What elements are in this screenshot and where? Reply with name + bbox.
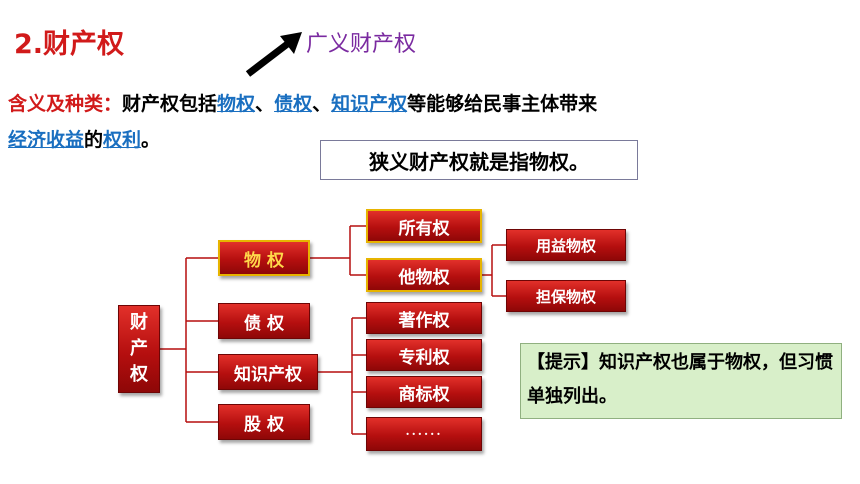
node-intellectual-property: 知识产权 [218,354,318,390]
node-real-right: 物 权 [218,240,310,276]
hint-box: 【提示】知识产权也属于物权，但习惯单独列出。 [520,343,842,419]
term-creditor-right: 债权 [274,93,313,115]
term-right: 权利 [103,129,142,151]
node-usufruct: 用益物权 [506,229,626,261]
term-intellectual-property: 知识产权 [331,93,408,115]
definition-text: 。 [141,129,161,151]
node-security-right: 担保物权 [506,280,626,312]
term-economic-benefit: 经济收益 [8,129,85,151]
root-char: 权 [130,364,148,385]
narrow-property-box: 狭义财产权就是指物权。 [320,140,638,180]
term-real-right: 物权 [217,93,256,115]
arrow-up-right-icon [245,32,302,77]
definition-text: 等能够给民事主体带来 [407,93,598,115]
definition-text: 的 [84,129,104,151]
root-char: 产 [130,338,148,359]
section-title: 2.财产权 [14,29,125,60]
node-creditor-right: 债 权 [218,303,310,339]
separator: 、 [312,93,332,115]
definition-label: 含义及种类： [8,93,123,115]
definition-paragraph: 含义及种类：财产权包括物权、债权、知识产权等能够给民事主体带来经济收益的权利。 [8,86,853,158]
node-patent: 专利权 [366,339,482,371]
root-char: 财 [130,312,148,333]
node-equity: 股 权 [218,404,310,440]
node-ownership: 所有权 [366,209,482,243]
definition-text: 财产权包括 [122,93,218,115]
root-node-property-right: 财 产 权 [118,305,160,393]
separator: 、 [255,93,275,115]
node-trademark: 商标权 [366,376,482,408]
node-other-real-right: 他物权 [366,258,482,292]
broad-property-label: 广义财产权 [306,32,417,57]
node-ellipsis: ······ [366,417,482,451]
node-copyright: 著作权 [366,302,482,334]
